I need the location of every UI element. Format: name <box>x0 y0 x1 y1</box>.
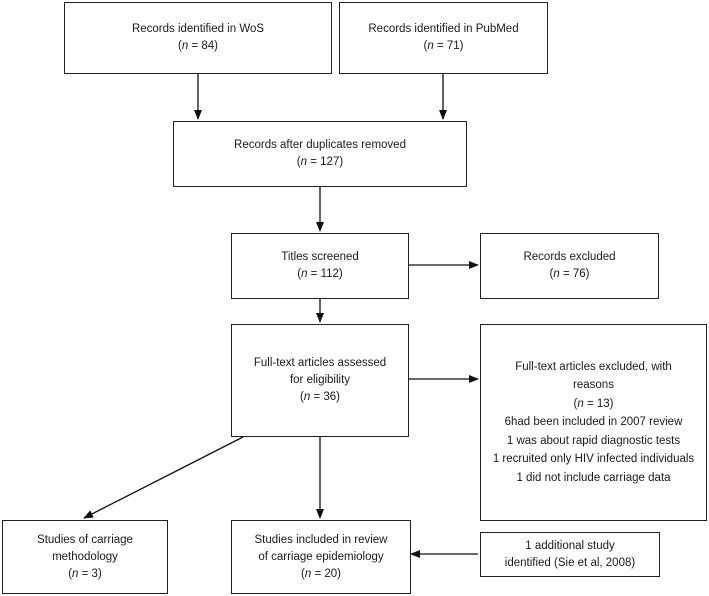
box-text: Records after duplicates removed <box>234 139 406 151</box>
box-text: Records identified in PubMed <box>368 23 519 35</box>
box-text: for eligibility <box>289 374 351 386</box>
box-records-excluded: Records excluded (n = 76) <box>480 233 659 299</box>
box-carriage-methodology: Studies of carriage methodology (n = 3) <box>2 520 168 594</box>
box-text: of carriage epidemiology <box>258 550 384 563</box>
box-count: (n = 20) <box>301 567 341 580</box>
box-count: (n = 71) <box>423 40 464 52</box>
box-count: (n = 84) <box>178 40 218 52</box>
box-text: Studies of carriage <box>37 533 133 546</box>
box-text: Full-text articles assessed <box>253 357 387 369</box>
box-text: methodology <box>52 550 118 563</box>
box-titles-screened: Titles screened (n = 112) <box>231 233 409 299</box>
box-text: Studies included in review <box>254 533 388 546</box>
box-text: 1 additional study <box>525 539 615 552</box>
box-records-pubmed: Records identified in PubMed (n = 71) <box>339 2 548 74</box>
box-count: (n = 127) <box>296 156 344 168</box>
box-text: Records excluded <box>523 251 616 263</box>
exclusion-reason: 1 was about rapid diagnostic tests <box>506 434 681 447</box>
arrow-fulltext-to-methodology <box>83 436 244 519</box>
box-text: Titles screened <box>281 251 359 263</box>
box-count: (n = 36) <box>300 391 340 403</box>
box-carriage-epidemiology: Studies included in review of carriage e… <box>231 520 411 594</box>
box-text: identified (Sie et al, 2008) <box>504 556 636 569</box>
exclusion-reason: 1 recruited only HIV infected individual… <box>492 453 695 466</box>
box-count: (n = 13) <box>573 397 614 410</box>
box-count: (n = 76) <box>549 268 590 280</box>
box-fulltext-assessed: Full-text articles assessed for eligibil… <box>231 324 409 437</box>
box-text: reasons <box>573 379 614 392</box>
exclusion-reason: 6had been included in 2007 review <box>504 416 683 429</box>
box-text: Records identified in WoS <box>131 23 265 35</box>
box-count: (n = 112) <box>297 268 343 280</box>
box-count: (n = 3) <box>68 567 102 580</box>
box-additional-study: 1 additional study identified (Sie et al… <box>480 532 660 577</box>
exclusion-reason: 1 did not include carriage data <box>516 471 671 484</box>
box-fulltext-excluded: Full-text articles excluded, with reason… <box>480 324 707 521</box>
box-records-wos: Records identified in WoS (n = 84) <box>64 2 332 74</box>
box-after-duplicates: Records after duplicates removed (n = 12… <box>173 121 467 187</box>
box-text: Full-text articles excluded, with <box>515 360 672 373</box>
